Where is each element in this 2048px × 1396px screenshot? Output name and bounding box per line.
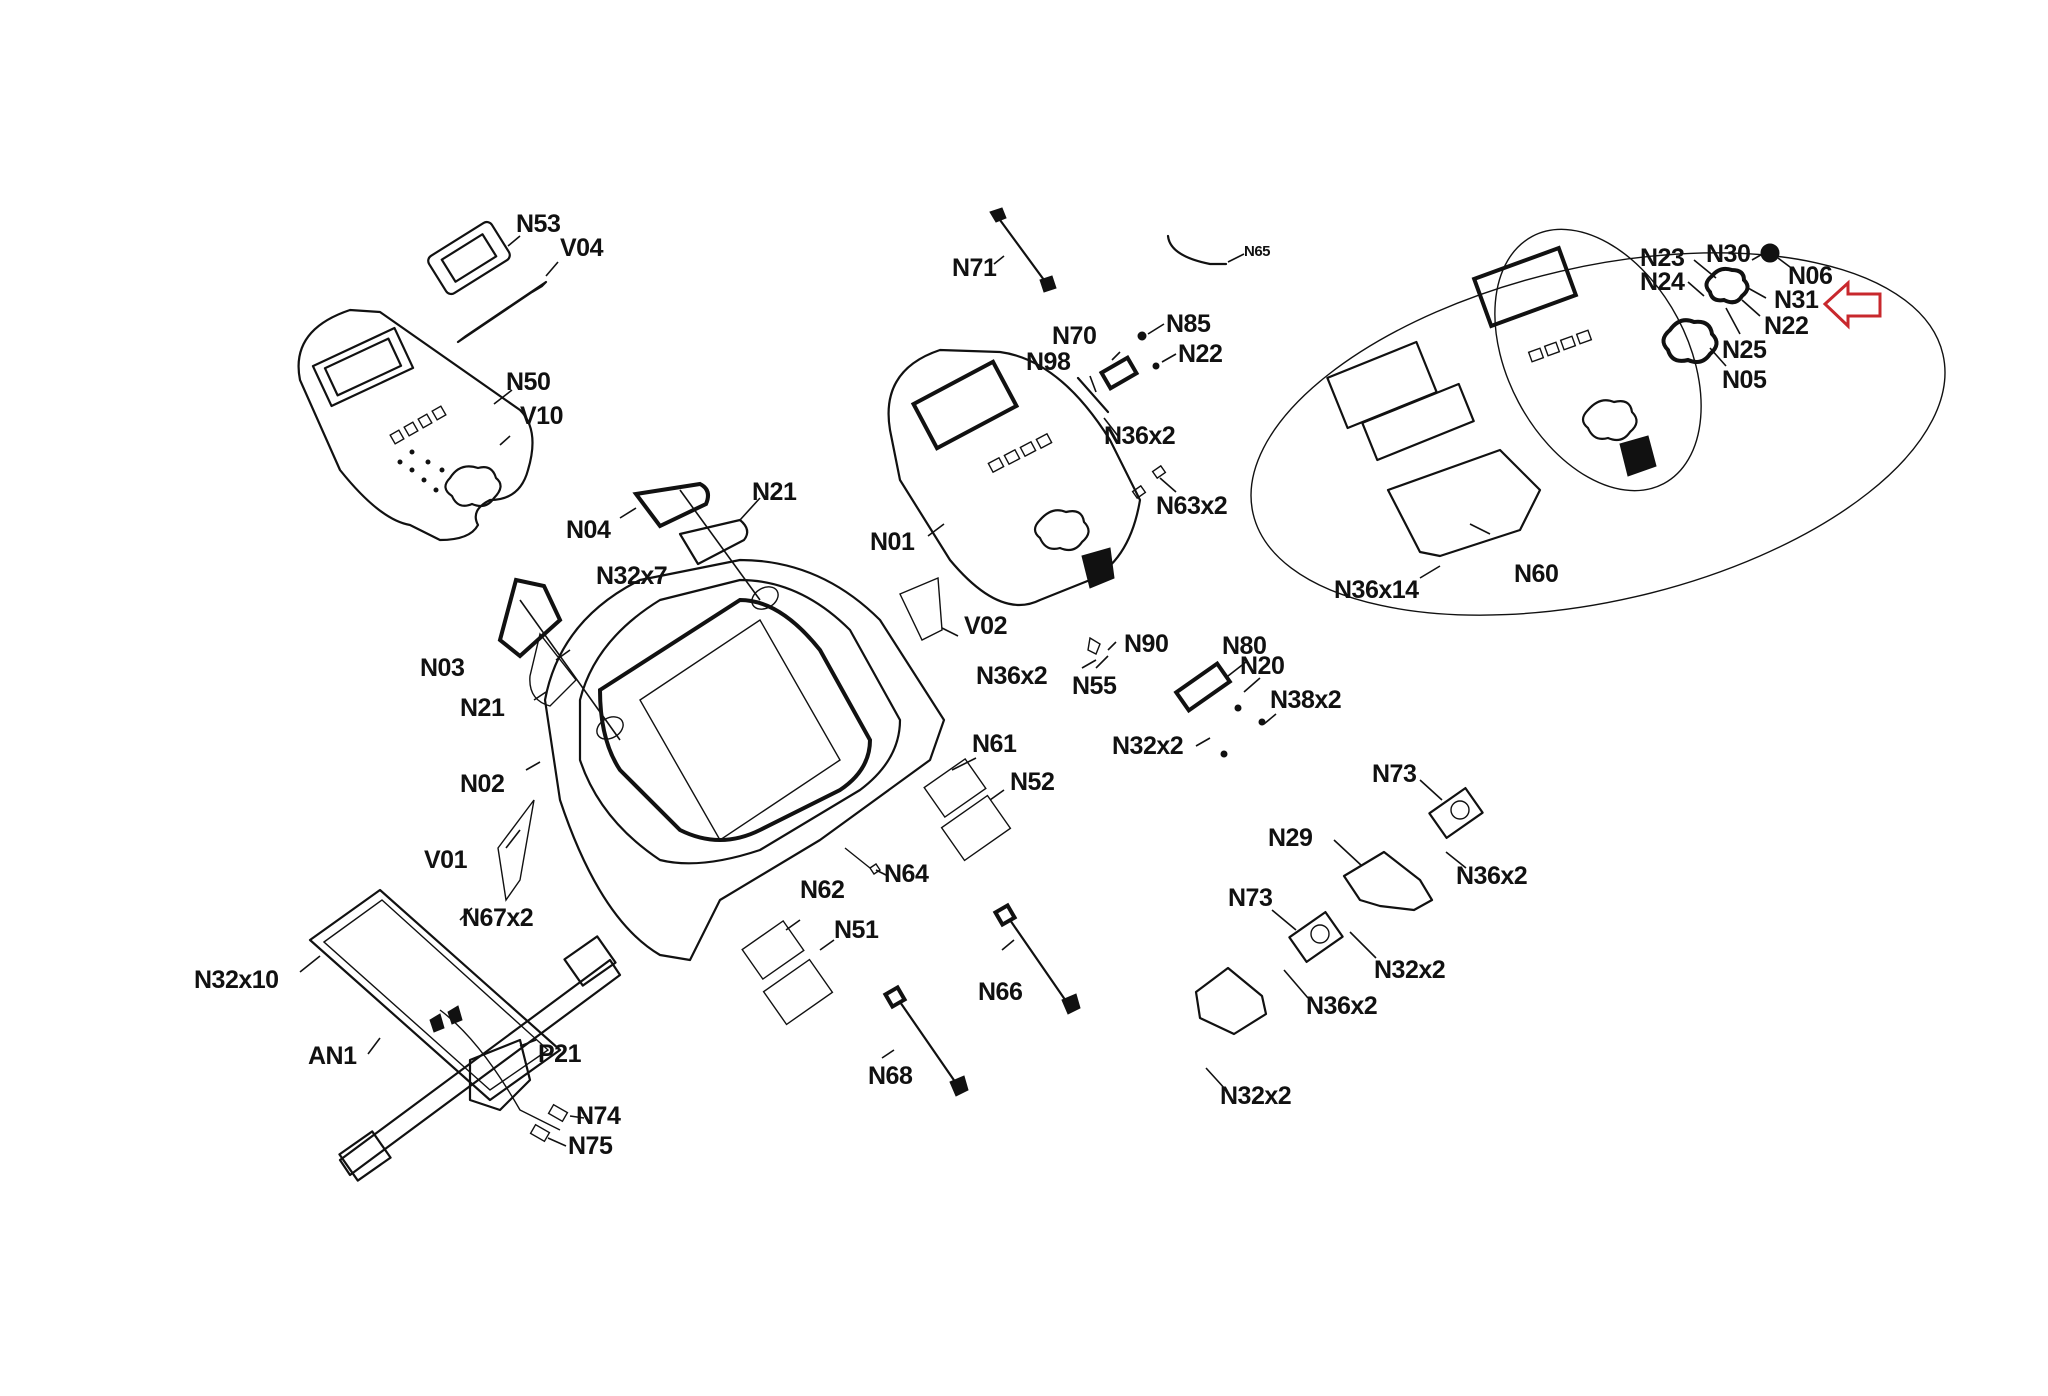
label-n20: N20 — [1240, 652, 1285, 680]
label-n61: N61 — [972, 730, 1017, 758]
part-n73b-mount — [1288, 910, 1344, 964]
label-n36x2a: N36x2 — [1104, 422, 1176, 450]
label-n50: N50 — [506, 368, 551, 396]
part-console-detail-outline — [1494, 228, 1702, 492]
part-n80-keypad — [1173, 660, 1266, 758]
part-n65-wire — [1166, 234, 1228, 266]
label-n32x10: N32x10 — [194, 966, 279, 994]
label-n64: N64 — [884, 860, 929, 888]
label-n22a: N22 — [1178, 340, 1223, 368]
part-n53-window — [427, 220, 511, 296]
label-n36x2c: N36x2 — [1456, 862, 1528, 890]
label-n38x2: N38x2 — [1270, 686, 1342, 714]
part-v04-strip — [456, 280, 548, 344]
label-n01: N01 — [870, 528, 915, 556]
label-n62: N62 — [800, 876, 845, 904]
label-n03: N03 — [420, 654, 465, 682]
highlight-arrow-icon — [1822, 279, 1882, 330]
label-n51: N51 — [834, 916, 879, 944]
label-n75: N75 — [568, 1132, 613, 1160]
label-n80: N80 — [1222, 632, 1267, 660]
label-n23: N23 — [1640, 244, 1685, 272]
part-handle-bracket — [1194, 966, 1268, 1036]
label-n60: N60 — [1514, 560, 1559, 588]
part-n25-knob-assembly — [1704, 266, 1750, 305]
part-n63x2-clips — [1131, 464, 1167, 500]
label-n06: N06 — [1788, 262, 1833, 290]
part-n02-console-shell — [519, 489, 946, 962]
label-n67x2: N67x2 — [462, 904, 534, 932]
part-n21b-lens — [529, 632, 577, 707]
label-n70: N70 — [1052, 322, 1097, 350]
part-n29-bracket — [1342, 850, 1434, 912]
label-n71: N71 — [952, 254, 997, 282]
part-n22a-screw — [1152, 362, 1160, 370]
label-n74: N74 — [576, 1102, 621, 1130]
label-n85: N85 — [1166, 310, 1211, 338]
label-n05: N05 — [1722, 366, 1767, 394]
label-n25: N25 — [1722, 336, 1767, 364]
label-an1: AN1 — [308, 1042, 357, 1070]
part-v01-decal — [497, 799, 535, 902]
part-n06-cap — [1760, 243, 1780, 263]
label-n21b: N21 — [460, 694, 505, 722]
label-n02: N02 — [460, 770, 505, 798]
label-v10: V10 — [520, 402, 563, 430]
label-n52: N52 — [1010, 768, 1055, 796]
part-n73a-mount — [1428, 786, 1484, 840]
part-n98-rod — [1076, 376, 1110, 414]
label-v02: V02 — [964, 612, 1007, 640]
label-n22b: N22 — [1764, 312, 1809, 340]
part-n66-cable — [992, 902, 1081, 1015]
part-n03-lens — [497, 577, 563, 659]
label-n32x2b: N32x2 — [1374, 956, 1446, 984]
label-n30: N30 — [1706, 240, 1751, 268]
label-n32x2c: N32x2 — [1220, 1082, 1292, 1110]
label-n68: N68 — [868, 1062, 913, 1090]
label-v01: V01 — [424, 846, 467, 874]
part-n55-n90-bracket — [1087, 636, 1117, 655]
leader-lines — [299, 235, 1795, 1147]
label-n66: N66 — [978, 978, 1023, 1006]
label-n63x2: N63x2 — [1156, 492, 1228, 520]
label-n04: N04 — [566, 516, 611, 544]
label-n31: N31 — [1774, 286, 1819, 314]
part-n01-console — [887, 348, 1142, 607]
label-n24: N24 — [1640, 268, 1685, 296]
part-n05-dial — [1661, 318, 1719, 364]
label-n73a: N73 — [1372, 760, 1417, 788]
label-n65: N65 — [1244, 243, 1271, 260]
part-n74-n75-connectors — [529, 1103, 569, 1143]
label-n36x14: N36x14 — [1334, 576, 1419, 604]
label-n36x2b: N36x2 — [976, 662, 1048, 690]
part-n04-lens — [632, 481, 710, 529]
part-n68-cable — [882, 984, 969, 1097]
label-n53: N53 — [516, 210, 561, 238]
part-n85-screw — [1137, 331, 1147, 341]
part-v02-decal — [899, 576, 943, 641]
label-n98: N98 — [1026, 348, 1071, 376]
label-n32x2a: N32x2 — [1112, 732, 1184, 760]
part-n64-clip — [844, 847, 881, 875]
part-n21a-lens — [678, 518, 749, 566]
label-n32x7: N32x7 — [596, 562, 668, 590]
label-p21: P21 — [538, 1040, 581, 1068]
part-detail-console — [1471, 245, 1657, 477]
label-v04: V04 — [560, 234, 603, 262]
part-n71-cable — [989, 207, 1057, 293]
part-detail-display — [1326, 340, 1475, 462]
label-n29: N29 — [1268, 824, 1313, 852]
part-n60-board — [1386, 448, 1542, 558]
label-n90: N90 — [1124, 630, 1169, 658]
part-n70-module — [1098, 354, 1140, 392]
label-n36x2d: N36x2 — [1306, 992, 1378, 1020]
label-n21a: N21 — [752, 478, 797, 506]
part-n62-n51-decals — [741, 919, 834, 1026]
part-an1-frame — [308, 888, 622, 1182]
label-n55: N55 — [1072, 672, 1117, 700]
part-n61-n52-decals — [923, 757, 1012, 862]
label-n73b: N73 — [1228, 884, 1273, 912]
part-n50-overlay — [297, 308, 534, 542]
detail-highlight-ellipse — [1250, 252, 1946, 616]
